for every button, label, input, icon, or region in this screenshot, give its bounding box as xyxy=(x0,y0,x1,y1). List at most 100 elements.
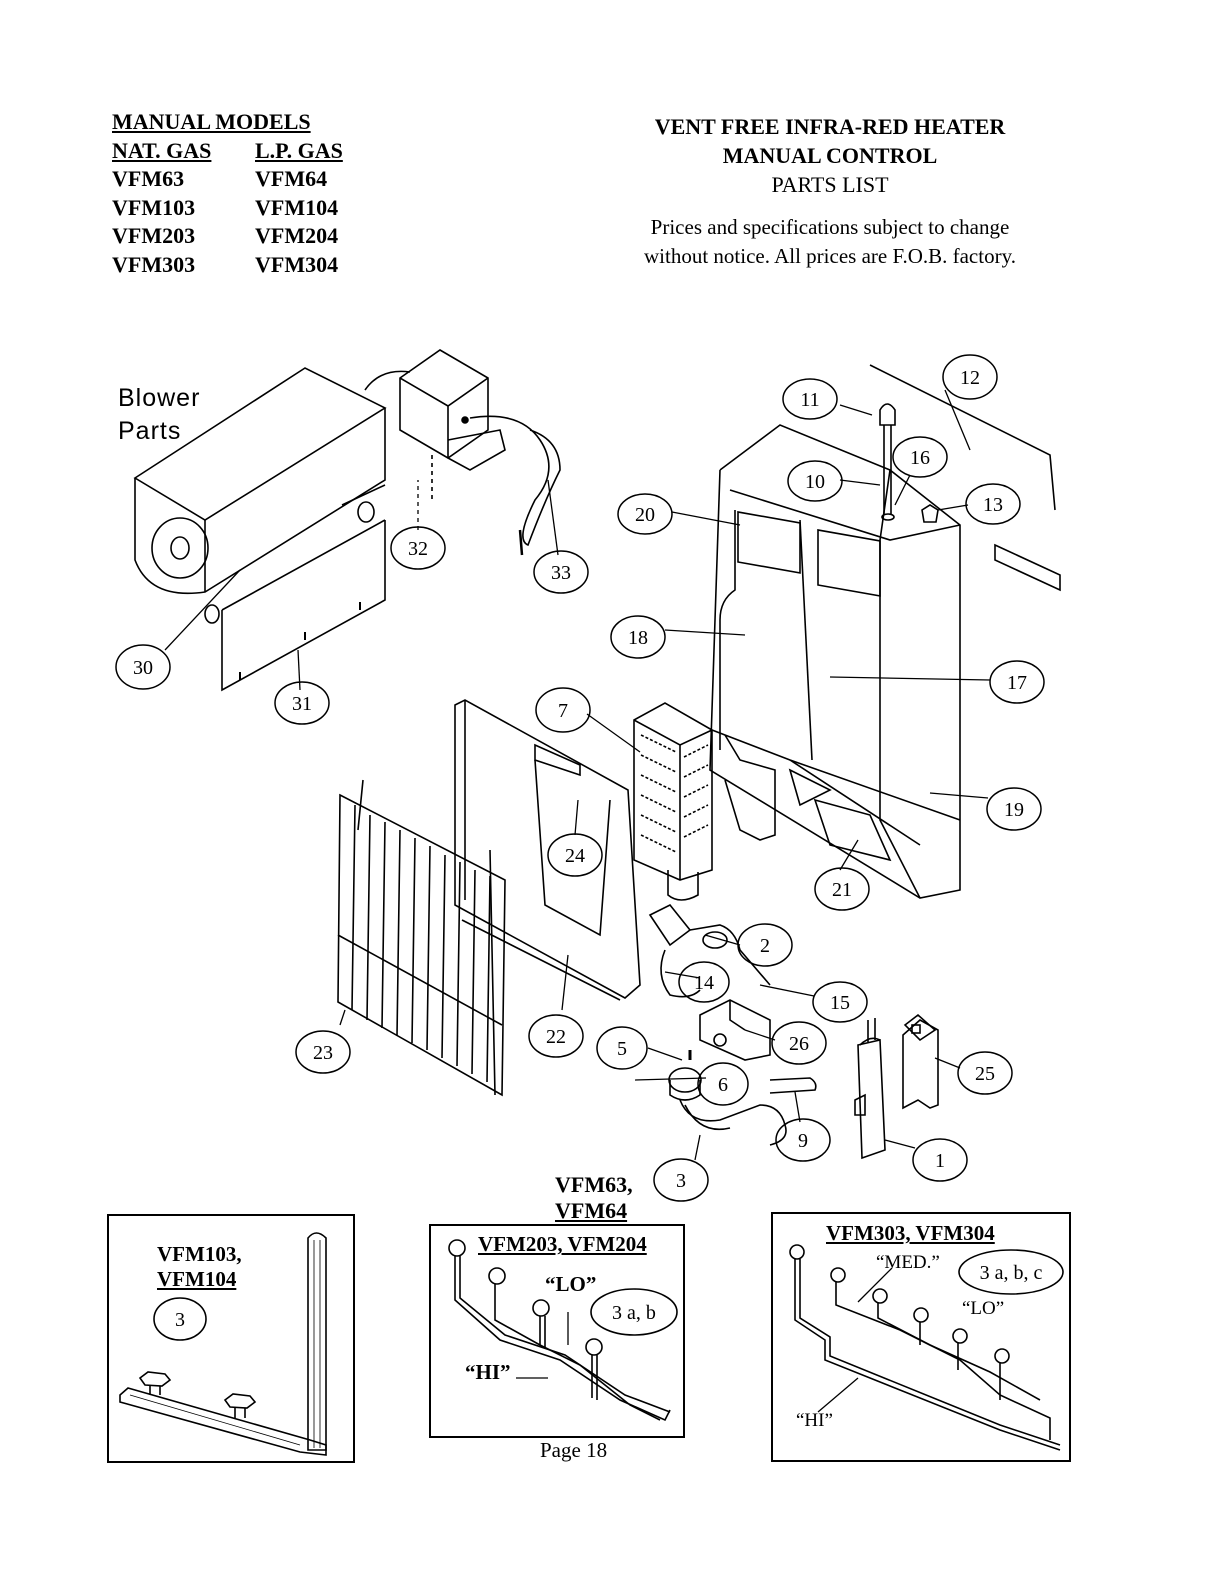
callout-13 xyxy=(965,483,1021,525)
callout-33 xyxy=(533,550,589,594)
inset-box-vfm103 xyxy=(107,1214,355,1463)
callout-26 xyxy=(771,1021,827,1065)
vfm63-line2: VFM64 xyxy=(555,1198,628,1223)
callout-1 xyxy=(912,1138,968,1182)
callout-label: 12 xyxy=(960,367,980,389)
callout-24 xyxy=(547,833,603,877)
model-lp: VFM104 xyxy=(255,194,339,220)
callout-18 xyxy=(610,615,666,659)
callout-label: 33 xyxy=(551,562,571,584)
heater-cabinet xyxy=(709,364,1061,899)
callout-numbers: 1 2 3 5 6 7 9 10 11 12 13 14 15 16 17 18… xyxy=(133,367,1027,1192)
callout-label: 25 xyxy=(975,1063,995,1085)
callout-label: 32 xyxy=(408,538,428,560)
page-number: Page 18 xyxy=(540,1438,608,1462)
callout-22 xyxy=(528,1014,584,1058)
inset-box-vfm203 xyxy=(429,1224,685,1438)
callout-7 xyxy=(535,687,591,733)
callout-label: 22 xyxy=(546,1026,566,1048)
inset-title-line2: VFM104 xyxy=(157,1267,237,1291)
model-row: VFM63 VFM64 xyxy=(112,165,343,194)
blower-label-line1: Blower xyxy=(118,384,201,412)
inset-title-line1: VFM103, xyxy=(157,1242,242,1266)
price-note: Prices and specifications subject to cha… xyxy=(560,213,1100,271)
heading-line3: PARTS LIST xyxy=(771,172,889,197)
inset-callout-label: 3 a, b, c xyxy=(980,1262,1043,1284)
callout-label: 5 xyxy=(617,1038,627,1060)
col-nat-gas: NAT. GAS xyxy=(112,137,212,163)
inset-callout-numbers: 3 3 a, b 3 a, b, c xyxy=(175,1262,1042,1331)
blower-assembly xyxy=(133,349,561,692)
inset-title-vfm103: VFM103, VFM104 xyxy=(157,1242,242,1292)
model-nat: VFM203 xyxy=(112,223,196,248)
callout-25 xyxy=(957,1051,1013,1095)
callout-14 xyxy=(678,961,730,1003)
model-nat: VFM103 xyxy=(112,194,196,220)
callout-23 xyxy=(295,1030,351,1074)
callout-label: 15 xyxy=(830,992,850,1014)
callout-6 xyxy=(697,1062,749,1106)
model-lp: VFM304 xyxy=(255,251,339,277)
callout-21 xyxy=(814,867,870,911)
heading-line1: VENT FREE INFRA-RED HEATER xyxy=(654,114,1006,139)
callout-12 xyxy=(942,354,998,400)
callout-19 xyxy=(986,787,1042,831)
callout-label: 17 xyxy=(1007,672,1027,694)
vfm63-label: VFM63, VFM64 xyxy=(555,1172,633,1224)
callout-label: 30 xyxy=(133,657,153,679)
leader-lines xyxy=(164,389,991,1161)
hi-label: “HI” xyxy=(796,1410,833,1431)
price-note-line1: Prices and specifications subject to cha… xyxy=(650,215,1010,239)
inset-box-vfm303 xyxy=(771,1212,1071,1462)
callout-label: 11 xyxy=(800,389,819,411)
callout-label: 3 xyxy=(676,1170,686,1192)
callout-2 xyxy=(737,923,793,967)
callout-label: 23 xyxy=(313,1042,333,1064)
grille xyxy=(337,779,506,1097)
med-label: “MED.” xyxy=(876,1252,940,1273)
callout-circles xyxy=(115,354,1045,1202)
model-lp: VFM64 xyxy=(255,166,328,191)
callout-label: 9 xyxy=(798,1130,808,1152)
model-lp: VFM204 xyxy=(255,223,339,248)
callout-20 xyxy=(617,493,673,535)
callout-label: 24 xyxy=(565,845,585,867)
hi-label: “HI” xyxy=(465,1360,511,1384)
model-row: VFM303 VFM304 xyxy=(112,251,343,280)
inset-title-vfm203: VFM203, VFM204 xyxy=(478,1232,647,1256)
callout-label: 1 xyxy=(935,1150,945,1172)
model-row: VFM203 VFM204 xyxy=(112,222,343,251)
callout-3 xyxy=(653,1158,709,1202)
callout-label: 18 xyxy=(628,627,648,649)
callout-label: 6 xyxy=(718,1074,728,1096)
callout-label: 14 xyxy=(694,972,714,994)
callout-label: 2 xyxy=(760,935,770,957)
callout-30 xyxy=(115,644,171,690)
lo-label: “LO” xyxy=(545,1272,597,1296)
callout-label: 31 xyxy=(292,693,312,715)
callout-label: 26 xyxy=(789,1033,809,1055)
callout-16 xyxy=(892,436,948,478)
inset-callout-label: 3 a, b xyxy=(612,1302,656,1324)
price-note-line2: without notice. All prices are F.O.B. fa… xyxy=(644,244,1016,268)
callout-32 xyxy=(390,526,446,570)
callout-10 xyxy=(787,460,843,502)
callout-label: 19 xyxy=(1004,799,1024,821)
callout-label: 10 xyxy=(805,471,825,493)
callout-11 xyxy=(782,378,838,420)
back-panel xyxy=(454,699,641,1001)
model-nat: VFM303 xyxy=(112,251,196,277)
callout-label: 7 xyxy=(558,700,568,722)
callout-label: 13 xyxy=(983,494,1003,516)
callout-15 xyxy=(812,981,868,1023)
callout-31 xyxy=(274,681,330,725)
model-nat: VFM63 xyxy=(112,166,185,191)
callout-label: 16 xyxy=(910,447,930,469)
model-row: VFM103 VFM104 xyxy=(112,194,343,223)
callout-label: 20 xyxy=(635,504,655,526)
callout-9 xyxy=(775,1118,831,1162)
heading-line2: MANUAL CONTROL xyxy=(722,143,938,168)
inset-title-vfm303: VFM303, VFM304 xyxy=(826,1221,995,1245)
burner-assembly xyxy=(633,702,713,901)
